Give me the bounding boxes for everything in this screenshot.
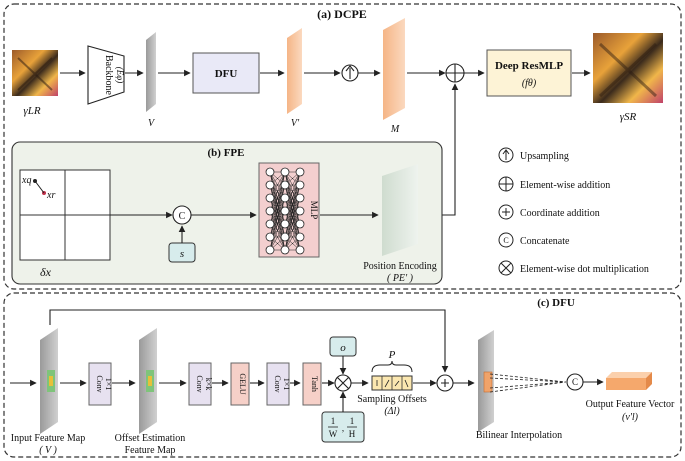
gelu-label: GELU <box>238 373 247 395</box>
mlp-node <box>265 206 275 216</box>
resmlp-sub: (fθ) <box>522 78 537 89</box>
frac-a-den: W <box>329 429 338 439</box>
input-lr-label: γLR <box>23 105 40 117</box>
conv1-block <box>88 362 112 406</box>
resmlp-block <box>486 49 572 97</box>
feature-m-label: M <box>390 124 400 135</box>
tanh-block <box>302 362 322 406</box>
dfu-section-title: (c) DFU <box>537 297 575 309</box>
mlp-node <box>295 245 305 255</box>
mlp-node <box>265 219 275 229</box>
mlp-node <box>295 206 305 216</box>
output-sub: (v'l) <box>622 412 639 423</box>
frac-b-den: H <box>349 429 356 439</box>
input-feature-sub: ( V ) <box>39 445 57 456</box>
mlp-node <box>280 245 290 255</box>
tanh-label: Tanh <box>310 376 319 392</box>
mlp-node <box>295 180 305 190</box>
legend-item-0: Upsampling <box>520 151 569 162</box>
mlp-node <box>280 219 290 229</box>
feature-v-prime <box>287 28 302 114</box>
fpe-section: (b) FPE xq xr δx C s MLP Position Encodi… <box>11 141 443 285</box>
feature-v <box>146 32 156 112</box>
conv1-label: Conv <box>95 375 104 392</box>
conv3-kernel: 1×1 <box>282 378 291 391</box>
dfu-label: DFU <box>215 68 238 80</box>
mlp-node <box>265 232 275 242</box>
output-feature-vector <box>606 378 646 390</box>
mlp-node <box>265 180 275 190</box>
offset-label: Offset Estimation <box>115 433 186 444</box>
legend: Upsampling Element-wise addition Coordin… <box>498 147 649 276</box>
xr-label: xr <box>46 190 55 201</box>
mlp-node <box>295 167 305 177</box>
output-sr-label: γSR <box>620 111 637 123</box>
conv3-block <box>266 362 290 406</box>
backbone-sub: (Eφ) <box>115 67 125 83</box>
output-sr-image <box>593 33 663 103</box>
input-feature-label: Input Feature Map <box>11 433 85 444</box>
p-label: P <box>388 349 396 361</box>
mlp-node <box>280 193 290 203</box>
conv2-label: Conv <box>195 375 204 392</box>
mlp-node <box>295 232 305 242</box>
sampling-sub: (Δl) <box>384 406 400 417</box>
xq-label: xq <box>21 175 31 186</box>
mlp-node <box>280 232 290 242</box>
legend-item-1: Element-wise addition <box>520 180 610 191</box>
mlp-node <box>265 167 275 177</box>
sampling-label: Sampling Offsets <box>357 394 427 405</box>
dfu-block <box>192 52 260 94</box>
gelu-block <box>230 362 250 406</box>
dfu-concat-symbol: C <box>572 377 578 387</box>
legend-item-4: Element-wise dot multiplication <box>520 264 649 275</box>
bilinear-label: Bilinear Interpolation <box>476 430 562 441</box>
feature-m <box>383 18 405 120</box>
svg-text:,: , <box>342 423 344 433</box>
frac-b-num: 1 <box>350 416 355 426</box>
mlp-node <box>295 219 305 229</box>
legend-concat-icon <box>498 232 514 248</box>
fpe-title: (b) FPE <box>208 147 245 159</box>
conv2-block <box>188 362 212 406</box>
pe-sub: ( PE' ) <box>387 273 414 284</box>
output-label: Output Feature Vector <box>586 399 675 410</box>
mlp-label: MLP <box>309 201 319 220</box>
legend-item-2: Coordinate addition <box>520 208 600 219</box>
dcpe-title: (a) DCPE <box>317 7 367 21</box>
o-label: o <box>340 342 346 354</box>
scale-s-label: s <box>180 248 184 260</box>
position-encoding-block <box>382 164 418 256</box>
resmlp-label: Deep ResMLP <box>495 60 563 72</box>
fpe-concat-symbol: C <box>179 211 186 222</box>
backbone-label: Backbone <box>103 55 114 96</box>
mlp-node <box>280 206 290 216</box>
feature-v-label: V <box>148 118 156 129</box>
feature-v-prime-label: V' <box>291 118 300 129</box>
mlp-node <box>280 167 290 177</box>
mlp-node <box>265 193 275 203</box>
mlp-node <box>295 193 305 203</box>
delta-x-label: δx <box>40 265 52 279</box>
legend-concat-symbol: C <box>503 236 508 245</box>
conv3-label: Conv <box>273 375 282 392</box>
dcpe-section: (a) DCPE γLR Backbone (Eφ) V DFU V' M <box>3 3 682 290</box>
mlp-node <box>280 180 290 190</box>
backbone-block <box>87 45 125 105</box>
mlp-node <box>265 245 275 255</box>
offset-label-2: Feature Map <box>125 445 176 456</box>
pe-label: Position Encoding <box>363 261 437 272</box>
dfu-section: (c) DFU Input Feature Map ( V ) Conv 1×1… <box>3 292 682 458</box>
frac-a-num: 1 <box>331 416 336 426</box>
conv1-kernel: 1×1 <box>104 378 113 391</box>
conv2-kernel: k×k <box>204 378 213 391</box>
legend-item-3: Concatenate <box>520 236 570 247</box>
